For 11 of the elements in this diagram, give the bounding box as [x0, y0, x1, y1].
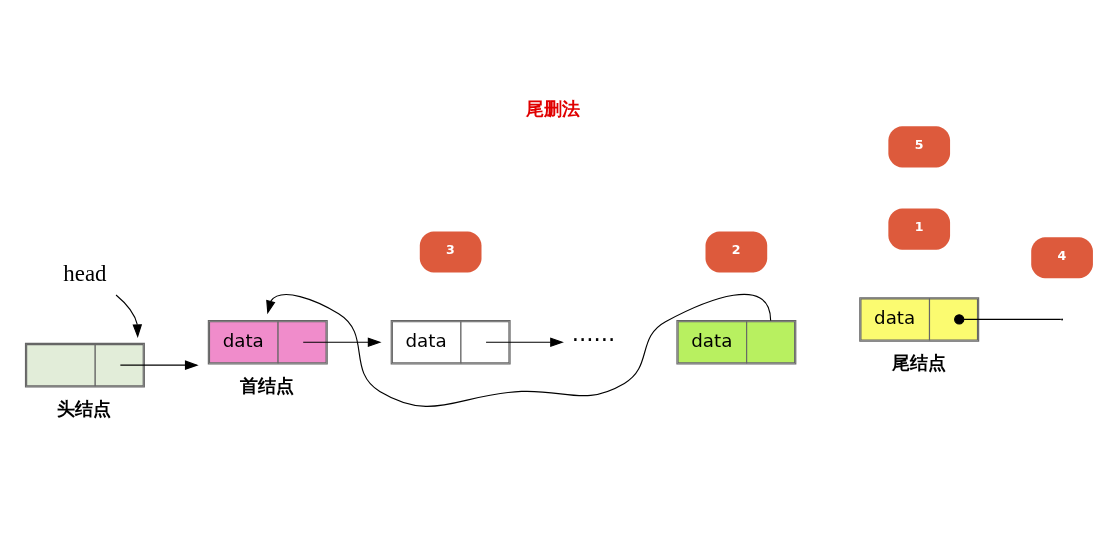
node-label: 首结点: [240, 374, 295, 396]
node-text: ······: [571, 326, 616, 353]
label: 2: [731, 241, 741, 257]
node-label: 尾结点: [891, 351, 946, 373]
diagram-title: 尾删法: [526, 97, 581, 119]
node-text: head: [63, 260, 107, 286]
label: 4: [1057, 247, 1067, 263]
label: 3: [446, 241, 455, 257]
label: 5: [914, 136, 924, 152]
label: 1: [914, 218, 924, 234]
node-label: 头结点: [57, 397, 112, 419]
